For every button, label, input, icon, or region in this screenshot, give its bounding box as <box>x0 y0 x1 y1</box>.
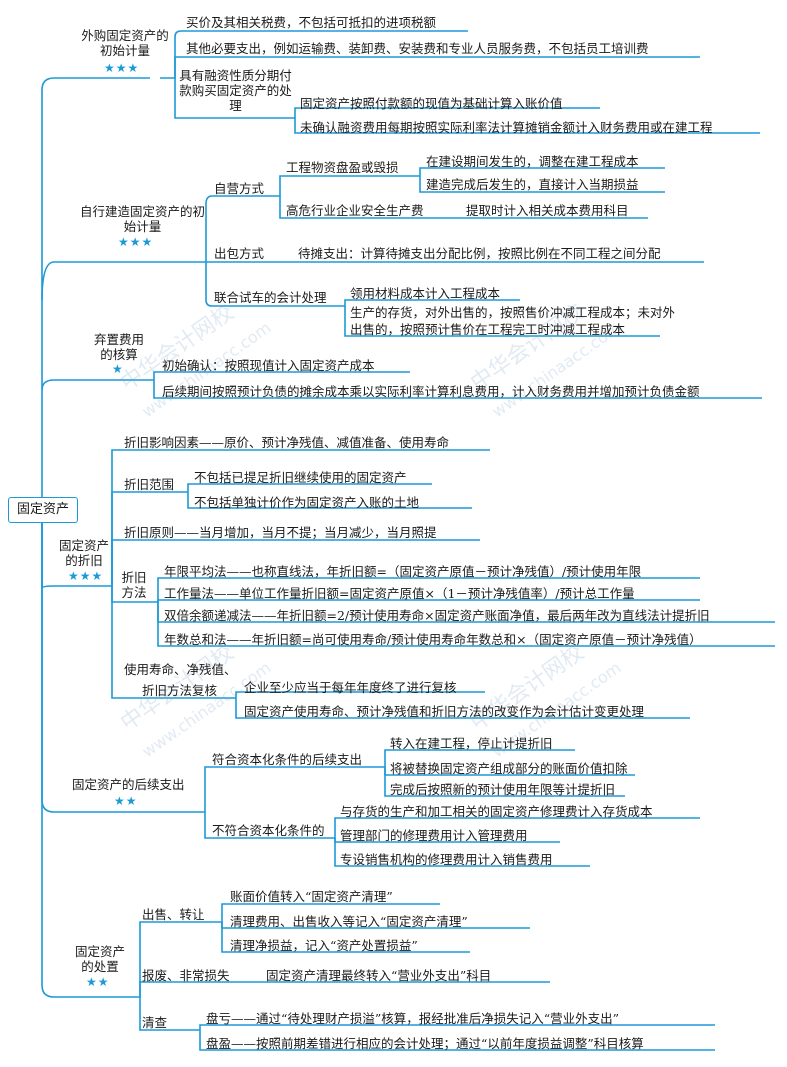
node-text: 出售的，按照预计售价在工程完工时冲减工程成本 <box>350 322 626 337</box>
node-text: 双倍余额递减法——年折旧额=2/预计使用寿命×固定资产账面净值，最后两年改为直线… <box>164 608 710 623</box>
node-text: 买价及其相关税费，不包括可抵扣的进项税额 <box>186 15 437 30</box>
node-capitalize: 符合资本化条件的后续支出 <box>212 752 363 767</box>
node-selfbuild-title: 自行建造固定资产的初始计量 <box>80 204 206 234</box>
node-text: 工程物资盘盈或毁损 <box>286 160 399 175</box>
node-disposal-title: 固定资产的处置 <box>74 944 125 974</box>
node-text: 高危行业企业安全生产费 <box>286 203 424 218</box>
node-review: 折旧方法复核 <box>142 683 218 698</box>
node-text: 待摊支出：计算待摊支出分配比例，按照比例在不同工程之间分配 <box>298 246 661 261</box>
node-text: 建造完成后发生的，直接计入当期损益 <box>426 177 639 192</box>
node-text: 将被替换固定资产组成部分的账面价值扣除 <box>390 761 628 776</box>
node-disposal-cost-title: 弃置费用的核算 <box>93 332 144 362</box>
node-text: 清理净损益，记入“资产处置损益” <box>230 938 418 953</box>
node-sale: 出售、转让 <box>142 907 205 922</box>
node-text: 不包括单独计价作为固定资产入账的土地 <box>194 495 420 510</box>
node-text: 后续期间按照预计负债的摊余成本乘以实际利率计算利息费用，计入财务费用并增加预计负… <box>162 384 700 399</box>
rating-stars: ★★ <box>114 794 138 808</box>
node-depreciation-title: 固定资产的折旧 <box>58 538 109 568</box>
node-text: 固定资产使用寿命、预计净残值和折旧方法的改变作为会计估计变更处理 <box>244 704 645 719</box>
node-text: 盘亏——通过“待处理财产损溢”核算，报经批准后净损失记入“营业外支出” <box>206 1011 620 1026</box>
node-noncapitalize: 不符合资本化条件的 <box>212 823 325 838</box>
node-scrap: 报废、非常损失 <box>142 968 230 983</box>
node-text: 在建设期间发生的，调整在建工程成本 <box>426 154 639 169</box>
rating-stars: ★★★ <box>104 61 140 75</box>
root-node: 固定资产 <box>8 497 78 523</box>
node-text: 不包括已提足折旧继续使用的固定资产 <box>194 470 407 485</box>
node-text: 与存货的生产和加工相关的固定资产修理费计入存货成本 <box>340 804 653 819</box>
node-text: 初始确认：按照现值计入固定资产成本 <box>162 358 375 373</box>
node-text: 领用材料成本计入工程成本 <box>350 286 501 301</box>
node-text: 年数总和法——年折旧额=尚可使用寿命/预计使用寿命年数总和×（固定资产原值－预计… <box>164 632 702 647</box>
node-text: 生产的存货，对外出售的，按照售价冲减工程成本；未对外 <box>350 305 676 320</box>
node-self-operated: 自营方式 <box>214 181 265 196</box>
node-outsource: 出包方式 <box>214 246 265 261</box>
node-text: 管理部门的修理费用计入管理费用 <box>340 828 528 843</box>
node-purchase-title: 外购固定资产的初始计量 <box>81 28 169 58</box>
node-method: 折旧方法 <box>121 570 147 600</box>
node-text: 清理费用、出售收入等记入“固定资产清理” <box>230 914 468 929</box>
node-review: 使用寿命、净残值、 <box>124 662 237 677</box>
rating-stars: ★ <box>112 362 124 376</box>
rating-stars: ★★ <box>86 975 110 989</box>
node-check: 清查 <box>142 1015 168 1030</box>
rating-stars: ★★★ <box>68 569 104 583</box>
node-text: 折旧原则——当月增加，当月不提；当月减少，当月照提 <box>124 525 437 540</box>
node-text: 折旧影响因素——原价、预计净残值、减值准备、使用寿命 <box>124 435 450 450</box>
node-text: 工作量法——单位工作量折旧额=固定资产原值×（1－预计净残值率）/预计总工作量 <box>164 586 635 601</box>
trunk-line <box>41 77 150 497</box>
node-text: 盘盈——按照前期差错进行相应的会计处理；通过“以前年度损益调整”科目核算 <box>206 1036 644 1051</box>
rating-stars: ★★★ <box>118 235 154 249</box>
node-text: 固定资产按照付款额的现值为基础计算入账价值 <box>300 96 563 111</box>
node-subsequent-title: 固定资产的后续支出 <box>72 777 185 792</box>
node-text: 年限平均法——也称直线法，年折旧额=（固定资产原值－预计净残值）/预计使用年限 <box>164 564 642 579</box>
node-text: 提取时计入相关成本费用科目 <box>466 203 629 218</box>
node-text: 固定资产清理最终转入“营业外支出”科目 <box>266 968 492 983</box>
node-text: 企业至少应当于每年年度终了进行复核 <box>244 680 457 695</box>
node-text: 完成后按照新的预计使用年限等计提折旧 <box>390 782 616 797</box>
node-installment: 具有融资性质分期付款购买固定资产的处理 <box>179 68 292 113</box>
node-text: 专设销售机构的修理费用计入销售费用 <box>340 852 553 867</box>
node-trial: 联合试车的会计处理 <box>214 290 327 305</box>
node-text: 其他必要支出，例如运输费、装卸费、安装费和专业人员服务费，不包括员工培训费 <box>186 41 649 56</box>
node-scope: 折旧范围 <box>124 477 175 492</box>
node-text: 未确认融资费用每期按照实际利率法计算摊销金额计入财务费用或在建工程 <box>300 120 713 135</box>
node-text: 账面价值转入“固定资产清理” <box>230 889 393 904</box>
node-text: 转入在建工程，停止计提折旧 <box>390 736 553 751</box>
